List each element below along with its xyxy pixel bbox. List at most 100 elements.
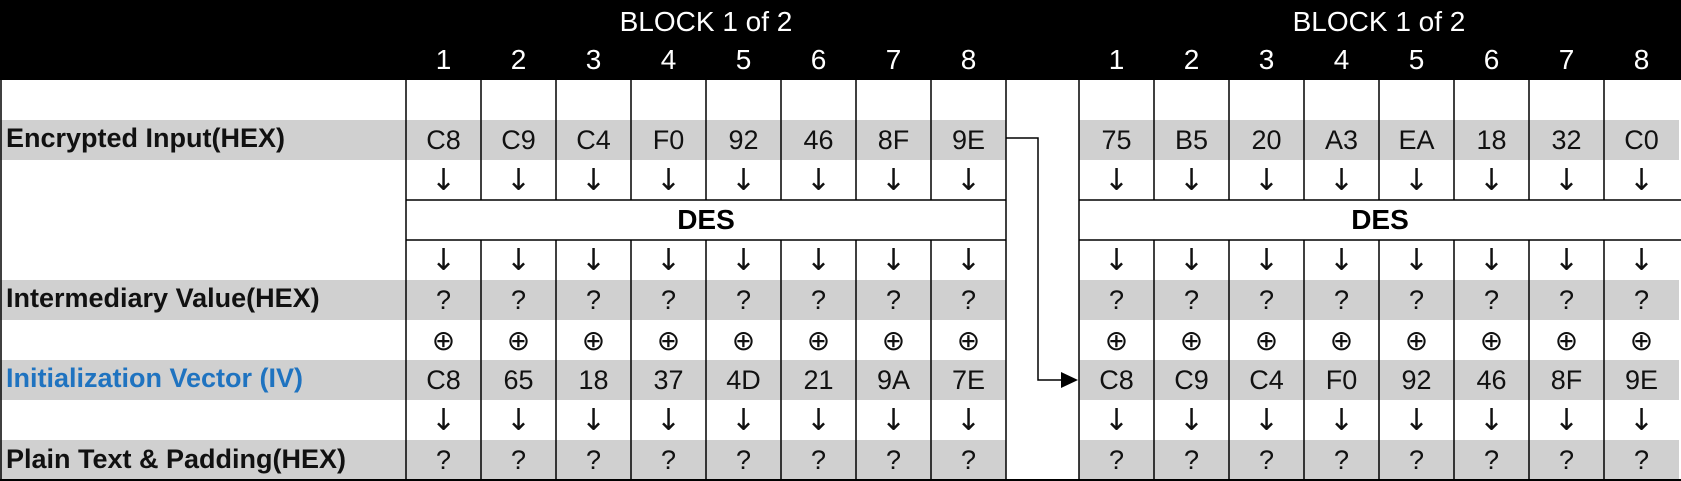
xor-icon: ⊕ (881, 323, 906, 357)
xor-icon: ⊕ (506, 323, 531, 357)
down-arrow-icon: ↓ (805, 402, 832, 438)
intermediary-cell: ? (885, 284, 902, 315)
down-arrow-icon: ↓ (430, 242, 457, 278)
intermediary-cell: ? (1483, 284, 1500, 315)
intermediary-cell: ? (510, 284, 527, 315)
down-arrow-icon: ↓ (1178, 162, 1205, 198)
xor-icon: ⊕ (1554, 323, 1579, 357)
column-number: 8 (960, 44, 977, 75)
down-arrow-icon: ↓ (580, 242, 607, 278)
row-label-intermediary: Intermediary Value(HEX) (6, 283, 320, 313)
iv-cell: 9A (876, 364, 911, 395)
xor-icon: ⊕ (956, 323, 981, 357)
encrypted-cell: 92 (728, 124, 759, 155)
iv-cell: 8F (1550, 364, 1583, 395)
encrypted-cell: 46 (803, 124, 834, 155)
down-arrow-icon: ↓ (1553, 162, 1580, 198)
intermediary-cell: ? (1183, 284, 1200, 315)
down-arrow-icon: ↓ (955, 162, 982, 198)
down-arrow-icon: ↓ (1403, 162, 1430, 198)
down-arrow-icon: ↓ (1253, 402, 1280, 438)
encrypted-cell: A3 (1324, 124, 1359, 155)
down-arrow-icon: ↓ (1328, 242, 1355, 278)
xor-icon: ⊕ (1329, 323, 1354, 357)
plain-cell: ? (660, 445, 677, 475)
iv-cell: C4 (1249, 364, 1284, 395)
down-arrow-icon: ↓ (1403, 242, 1430, 278)
encrypted-cell: C4 (576, 124, 611, 155)
column-number: 7 (1558, 44, 1575, 75)
down-arrow-icon: ↓ (1328, 402, 1355, 438)
column-number: 5 (735, 44, 752, 75)
iv-cell: 65 (503, 364, 534, 395)
down-arrow-icon: ↓ (430, 162, 457, 198)
down-arrow-icon: ↓ (1553, 242, 1580, 278)
down-arrow-icon: ↓ (505, 162, 532, 198)
encrypted-cell: 32 (1551, 124, 1582, 155)
plain-cell: ? (1333, 445, 1350, 475)
column-number: 3 (585, 44, 602, 75)
plain-cell: ? (960, 445, 977, 475)
down-arrow-icon: ↓ (1628, 402, 1655, 438)
row-label-encrypted: Encrypted Input(HEX) (6, 123, 286, 153)
column-number: 4 (1333, 44, 1350, 75)
plain-cell: ? (1408, 445, 1425, 475)
column-number: 3 (1258, 44, 1275, 75)
plain-cell: ? (435, 445, 452, 475)
plain-cell: ? (810, 445, 827, 475)
plain-cell: ? (735, 445, 752, 475)
intermediary-cell: ? (810, 284, 827, 315)
down-arrow-icon: ↓ (1103, 162, 1130, 198)
intermediary-cell: ? (585, 284, 602, 315)
column-number: 6 (1483, 44, 1500, 75)
down-arrow-icon: ↓ (1628, 162, 1655, 198)
header-bar (0, 0, 1681, 80)
column-number: 4 (660, 44, 677, 75)
iv-cell: C9 (1174, 364, 1209, 395)
encrypted-cell: 18 (1476, 124, 1507, 155)
plain-cell: ? (1183, 445, 1200, 475)
intermediary-cell: ? (960, 284, 977, 315)
iv-cell: 9E (1624, 364, 1659, 395)
row-label-iv: Initialization Vector (IV) (6, 363, 304, 393)
column-number: 1 (435, 44, 452, 75)
des-box: DES (1351, 204, 1409, 235)
plain-cell: ? (1258, 445, 1275, 475)
intermediary-cell: ? (1408, 284, 1425, 315)
iv-cell: 37 (653, 364, 684, 395)
down-arrow-icon: ↓ (955, 402, 982, 438)
xor-icon: ⊕ (431, 323, 456, 357)
down-arrow-icon: ↓ (1628, 242, 1655, 278)
column-number: 2 (1183, 44, 1200, 75)
down-arrow-icon: ↓ (805, 242, 832, 278)
plain-cell: ? (1558, 445, 1575, 475)
xor-icon: ⊕ (731, 323, 756, 357)
band-inter-label (0, 280, 406, 320)
iv-cell: 21 (803, 364, 834, 395)
down-arrow-icon: ↓ (430, 402, 457, 438)
column-number: 7 (885, 44, 902, 75)
intermediary-cell: ? (1108, 284, 1125, 315)
band-iv-label (0, 360, 406, 400)
block-title: BLOCK 1 of 2 (619, 6, 793, 37)
iv-cell: 92 (1401, 364, 1432, 395)
column-number: 5 (1408, 44, 1425, 75)
down-arrow-icon: ↓ (730, 242, 757, 278)
down-arrow-icon: ↓ (1103, 242, 1130, 278)
down-arrow-icon: ↓ (1178, 242, 1205, 278)
encrypted-cell: EA (1398, 124, 1435, 155)
xor-icon: ⊕ (1479, 323, 1504, 357)
block-title: BLOCK 1 of 2 (1292, 6, 1466, 37)
down-arrow-icon: ↓ (1478, 162, 1505, 198)
plain-cell: ? (1483, 445, 1500, 475)
down-arrow-icon: ↓ (1328, 162, 1355, 198)
down-arrow-icon: ↓ (805, 162, 832, 198)
xor-icon: ⊕ (1179, 323, 1204, 357)
xor-icon: ⊕ (1629, 323, 1654, 357)
plain-cell: ? (1108, 445, 1125, 475)
down-arrow-icon: ↓ (505, 242, 532, 278)
down-arrow-icon: ↓ (1253, 162, 1280, 198)
encrypted-cell: B5 (1174, 124, 1209, 155)
